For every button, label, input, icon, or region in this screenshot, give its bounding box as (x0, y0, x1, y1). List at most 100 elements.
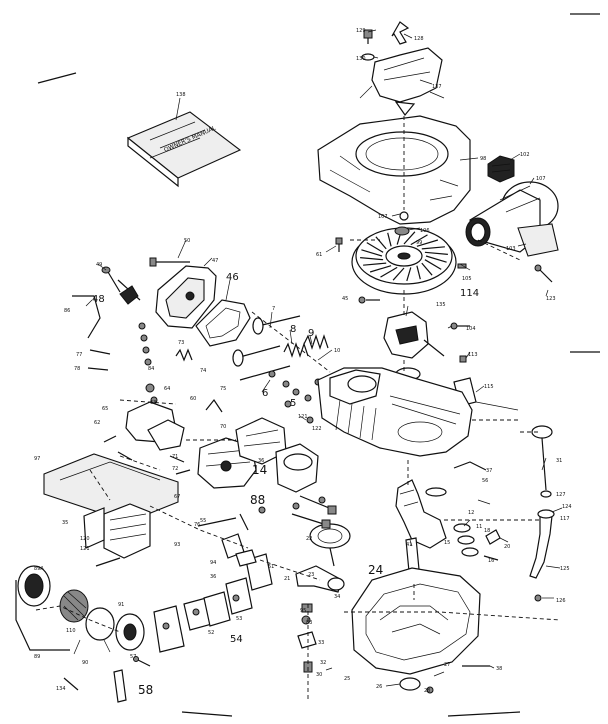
part-small-washers (284, 400, 326, 510)
callout-21: 21 (284, 576, 290, 582)
callout-36b: 36 (210, 574, 216, 580)
callout-107b: 107 (378, 214, 388, 220)
part-small-screw-57 (133, 656, 151, 667)
flywheel-fin (361, 249, 383, 257)
callout-54: 54 (230, 634, 243, 645)
callout-38: 38 (496, 666, 502, 672)
callout-52: 52 (208, 630, 214, 636)
callout-41: 41 (406, 542, 412, 548)
callout-89: 89 (34, 654, 40, 660)
callout-91: 91 (118, 602, 124, 608)
callout-104: 104 (466, 326, 476, 332)
callout-27: 27 (444, 662, 450, 668)
part-cylinder-block (317, 367, 473, 457)
callout-58: 58 (138, 683, 153, 697)
callout-127: 127 (556, 492, 566, 498)
callout-70: 70 (220, 424, 226, 430)
callout-56: 56 (482, 478, 488, 484)
part-carb-parts-left (125, 383, 185, 451)
flywheel-fin (424, 259, 442, 270)
callout-84: 84 (148, 366, 154, 372)
callout-94: 94 (210, 560, 216, 566)
callout-102: 102 (520, 152, 530, 158)
callout-32: 32 (320, 660, 326, 666)
callout-25: 25 (344, 676, 350, 682)
part-flywheel-135 (351, 227, 457, 295)
callout-106: 106 (420, 228, 430, 234)
callout-93: 93 (174, 542, 180, 548)
part-fill-tube-125 (529, 509, 555, 602)
edge-marks (37, 13, 600, 717)
callout-72: 72 (172, 466, 178, 472)
callout-89A: 89A (34, 566, 44, 572)
callout-73: 73 (178, 340, 184, 346)
callout-9: 9 (308, 328, 314, 339)
callout-18: 18 (484, 528, 490, 534)
callout-50: 50 (184, 238, 190, 244)
part-element-90 (85, 607, 115, 641)
callout-26: 26 (376, 684, 382, 690)
callout-11: 11 (476, 524, 482, 530)
callout-15: 15 (444, 540, 450, 546)
callout-128: 128 (414, 36, 424, 42)
part-element-110 (59, 589, 89, 623)
callout-37: 37 (486, 468, 492, 474)
part-sump-24 (351, 567, 490, 694)
flywheel-fin (387, 232, 392, 247)
flywheel-fin (421, 262, 433, 276)
leader-lines (73, 29, 563, 687)
callout-130: 130 (356, 56, 366, 62)
callout-60: 60 (190, 396, 196, 402)
assembly-lines (35, 116, 561, 633)
part-air-cleaner-bracket (15, 580, 70, 651)
part-tappets (291, 495, 337, 529)
callout-129: 129 (356, 28, 366, 34)
part-air-cleaner-cover-89A (17, 565, 51, 607)
callout-64: 64 (164, 386, 170, 392)
callout-75: 75 (220, 386, 226, 392)
part-arrow-128 (391, 21, 410, 45)
callout-20: 20 (504, 544, 510, 550)
part-ignition-module-115 (383, 311, 445, 359)
part-air-guide (359, 47, 445, 116)
callout-120: 120 (80, 536, 90, 542)
callout-28: 28 (424, 688, 430, 694)
part-rod-86 (72, 295, 101, 339)
part-breather-48 (119, 285, 139, 305)
part-tube-58 (113, 669, 127, 703)
flywheel-fin (392, 267, 405, 281)
callout-107a: 107 (536, 176, 546, 182)
part-blower-housing-98 (317, 115, 471, 225)
callout-33: 33 (318, 640, 324, 646)
callout-123: 123 (546, 296, 556, 302)
callout-125: 125 (560, 566, 570, 572)
flywheel-fin (424, 251, 448, 255)
callout-97: 97 (34, 456, 40, 462)
part-key-105 (457, 263, 467, 269)
part-washer-45 (358, 296, 380, 304)
callout-labels: 1291281301371389810210710710661991031051… (34, 28, 572, 697)
callout-126: 126 (556, 598, 566, 604)
callout-74: 74 (200, 368, 206, 374)
callout-6: 6 (262, 388, 268, 399)
callout-77: 77 (76, 352, 82, 358)
flywheel-fin (369, 265, 392, 273)
part-connecting-rod (295, 565, 345, 593)
callout-137: 137 (432, 84, 442, 90)
callout-57: 57 (130, 654, 136, 660)
part-nut-106 (394, 226, 410, 236)
callout-135: 135 (436, 302, 446, 308)
part-spring-73 (175, 348, 193, 362)
callout-24: 24 (368, 563, 383, 577)
callout-53: 53 (236, 616, 242, 622)
callout-23: 23 (308, 572, 314, 578)
callout-34: 34 (334, 594, 340, 600)
callout-63: 63 (150, 400, 156, 406)
callout-16: 16 (488, 558, 494, 564)
flywheel-fin (416, 265, 421, 280)
callout-10: 10 (334, 348, 340, 354)
part-gasket-46 (195, 299, 251, 347)
part-piston-rings (425, 487, 479, 557)
flywheel-fin (403, 231, 416, 245)
flywheel-fin (416, 239, 439, 247)
